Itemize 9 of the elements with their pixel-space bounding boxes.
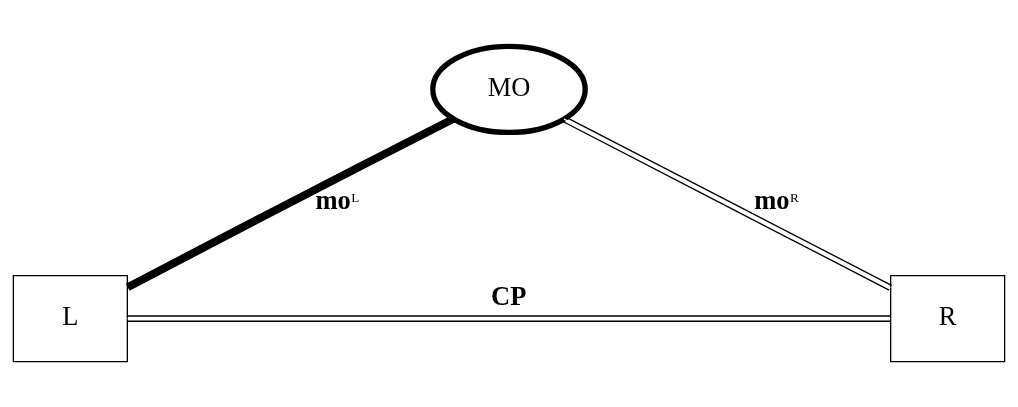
node-box: L: [12, 274, 128, 362]
connector: [562, 115, 893, 291]
connector: [125, 115, 455, 291]
edge-label: mo$^{R}$: [754, 184, 799, 215]
node-box: R: [890, 274, 1006, 362]
node-ellipse: MO: [430, 43, 588, 135]
edge-label: mo$^{L}$: [315, 184, 360, 215]
connector: [126, 314, 892, 322]
edge-label: CP: [491, 280, 527, 311]
